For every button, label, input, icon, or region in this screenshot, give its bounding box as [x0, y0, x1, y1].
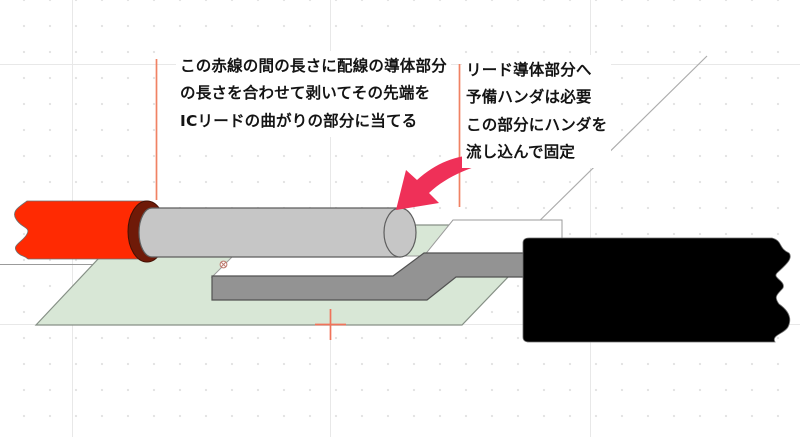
annotation-line: リード導体部分へ	[466, 61, 592, 79]
annotation-line: この部分にハンダを	[466, 115, 608, 134]
endpoint-marker-icon	[219, 260, 228, 269]
crosshair-cursor-icon	[315, 309, 346, 340]
annotation-line: ICリードの曲がりの部分に当てる	[180, 111, 418, 130]
diagonal-construction-line	[520, 55, 708, 240]
wire-insulation	[14, 200, 147, 260]
lead-top-face	[210, 255, 421, 278]
curved-arrow-icon	[396, 154, 505, 210]
annotation-right-note: リード導体部分へ 予備ハンダは必要 この部分にハンダを 流し込んで固定	[462, 55, 612, 169]
conductor-cylinder	[138, 207, 401, 258]
annotation-line: 予備ハンダは必要	[466, 88, 592, 107]
annotation-line: 流し込んで固定	[466, 142, 576, 161]
conductor-end-cap	[383, 207, 417, 258]
annotation-line: の長さを合わせて剥いてその先端を	[180, 84, 431, 103]
annotation-left-note: この赤線の間の長さに配線の導体部分 の長さを合わせて剥いてその先端を ICリード…	[176, 51, 451, 137]
ic-body	[522, 237, 791, 343]
annotation-line: この赤線の間の長さに配線の導体部分	[180, 57, 447, 75]
